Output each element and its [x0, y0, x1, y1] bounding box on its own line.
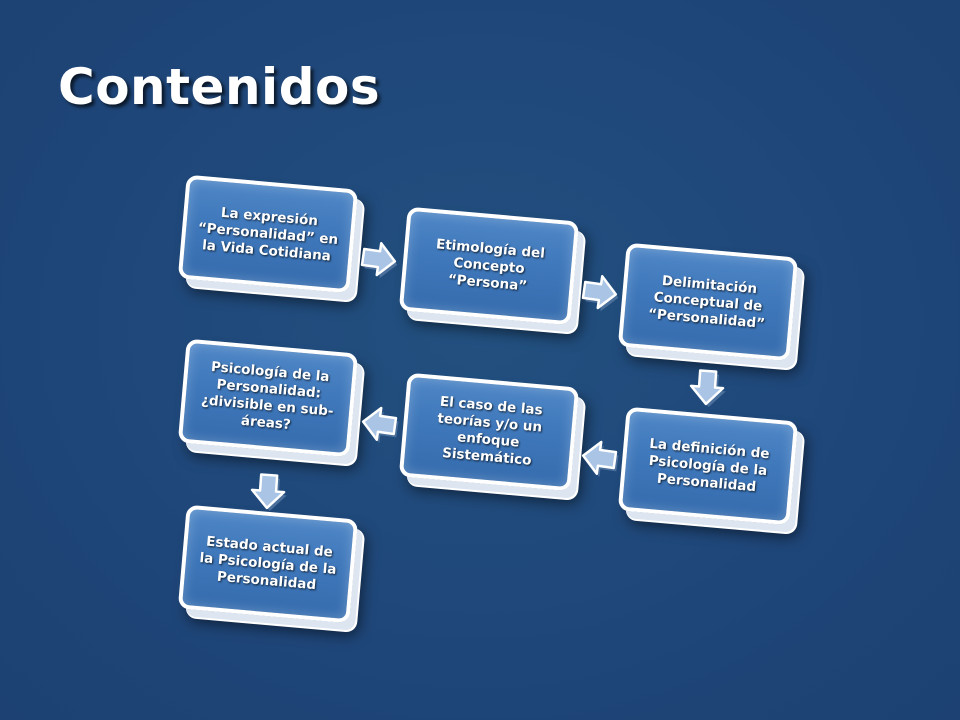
step-box-7: Estado actual de la Psicología de la Per… — [177, 504, 359, 624]
step-label-3: Delimitación Conceptual de “Personalidad… — [647, 272, 766, 332]
arrow-left-icon — [581, 440, 619, 478]
arrow-down-icon — [250, 473, 287, 512]
slide-title: Contenidos — [58, 58, 381, 116]
step-label-6: Psicología de la Personalidad: ¿divisibl… — [200, 358, 335, 434]
step-label-2: Etimología del Concepto “Persona” — [435, 235, 546, 294]
arrow-down-icon — [689, 369, 726, 408]
step-label-7: Estado actual de la Psicología de la Per… — [198, 533, 338, 593]
step-label-4: La definición de Psicología de la Person… — [648, 435, 771, 495]
step-box-2: Etimología del Concepto “Persona” — [398, 206, 580, 326]
step-box-4: La definición de Psicología de la Person… — [617, 406, 799, 526]
step-box-1: La expresión “Personalidad” en la Vida C… — [177, 174, 359, 294]
arrow-right-icon — [360, 242, 398, 279]
step-box-5: El caso de las teorías y/o un enfoque Si… — [398, 372, 580, 492]
arrow-right-icon — [581, 275, 619, 312]
step-box-6: Psicología de la Personalidad: ¿divisibl… — [177, 338, 359, 458]
step-label-1: La expresión “Personalidad” en la Vida C… — [197, 204, 339, 265]
step-label-5: El caso de las teorías y/o un enfoque Si… — [436, 393, 544, 469]
step-box-3: Delimitación Conceptual de “Personalidad… — [617, 242, 799, 362]
arrow-left-icon — [361, 406, 399, 444]
